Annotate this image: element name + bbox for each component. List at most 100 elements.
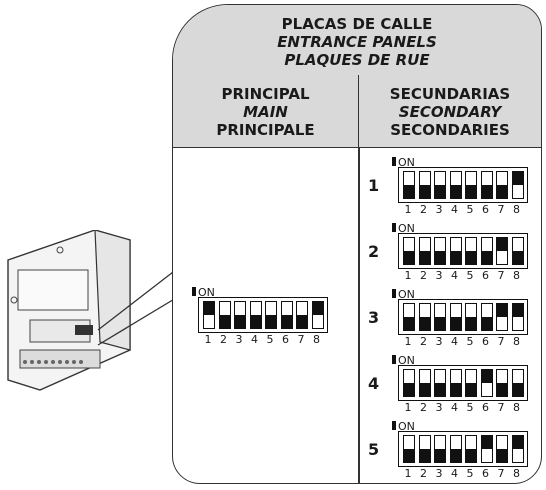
- dip-switch-7: [296, 301, 308, 329]
- switch-number: 8: [513, 203, 520, 216]
- switch-number: 5: [466, 401, 474, 414]
- switch-knob-off: [419, 449, 430, 462]
- dip-switch-6: [480, 369, 493, 397]
- dip-switch-8: [511, 237, 524, 265]
- switch-knob-off: [435, 185, 445, 198]
- switch-number: 2: [420, 401, 427, 414]
- dip-switch-housing: [398, 299, 528, 335]
- dip-switch-4: [449, 171, 462, 199]
- switch-number: 2: [220, 333, 227, 346]
- dip-switch-4: [249, 301, 262, 329]
- dip-switch-2: [418, 237, 431, 265]
- switch-knob-off: [497, 185, 507, 198]
- dip-switch-housing: [398, 233, 528, 269]
- secondary-label-french: SECONDARIES: [390, 121, 510, 139]
- dip-switch-2: [418, 171, 431, 199]
- main-label-spanish: PRINCIPAL: [221, 85, 310, 103]
- switch-number: 3: [435, 467, 443, 480]
- switch-number: 2: [420, 269, 427, 282]
- switch-knob-off: [235, 315, 245, 328]
- dip-switch-7: [496, 237, 508, 265]
- dip-switch-7: [496, 303, 508, 331]
- dip-switch-5: [465, 237, 477, 265]
- dip-switch-1: [403, 237, 415, 265]
- switch-number: 3: [435, 335, 443, 348]
- switch-number: 4: [451, 335, 458, 348]
- switch-knob-off: [481, 251, 492, 264]
- switch-number: 5: [466, 269, 474, 282]
- switch-number: 2: [420, 203, 427, 216]
- switch-number: 5: [466, 467, 474, 480]
- dip-switch-8: [311, 301, 324, 329]
- switch-number: 7: [497, 203, 505, 216]
- switch-knob-off: [450, 251, 461, 264]
- switch-knob-on: [512, 304, 523, 317]
- secondary-label-spanish: SECUNDARIAS: [389, 85, 511, 103]
- switch-knob-off: [419, 185, 430, 198]
- switch-knob-off: [450, 185, 461, 198]
- switch-number: 2: [420, 335, 427, 348]
- secondary-row-number: 4: [368, 374, 380, 393]
- switch-number: 8: [513, 335, 520, 348]
- switch-number: 7: [497, 401, 505, 414]
- switch-knob-off: [250, 315, 261, 328]
- secondary-row-number: 3: [368, 308, 380, 327]
- main-column-header: PRINCIPAL MAIN PRINCIPALE: [173, 75, 359, 148]
- switch-knob-off: [266, 315, 276, 328]
- dip-switch-7: [496, 435, 508, 463]
- dip-switch-1: [403, 369, 415, 397]
- dip-switch-8: [511, 435, 524, 463]
- dip-switch-4: [449, 435, 462, 463]
- dip-switch-2: [218, 301, 231, 329]
- title-spanish: PLACAS DE CALLE: [281, 15, 433, 33]
- switch-number: 6: [482, 203, 489, 216]
- switch-knob-off: [404, 317, 414, 330]
- switch-knob-off: [450, 317, 461, 330]
- dip-switch-3: [434, 303, 446, 331]
- title-english: ENTRANCE PANELS: [277, 33, 437, 51]
- dip-switch-7: [496, 171, 508, 199]
- dip-switch-2: [418, 369, 431, 397]
- dip-switch-housing: [398, 167, 528, 203]
- switch-number: 2: [420, 467, 427, 480]
- main-label-french: PRINCIPALE: [216, 121, 315, 139]
- switch-knob-on: [312, 302, 323, 315]
- dip-switch-5: [465, 171, 477, 199]
- switch-number: 3: [435, 401, 443, 414]
- switch-knob-off: [435, 449, 445, 462]
- dip-switch-housing: [398, 365, 528, 401]
- dip-switch-8: [511, 303, 524, 331]
- switch-number: 8: [513, 269, 520, 282]
- secondary-row-number: 2: [368, 242, 380, 261]
- switch-knob-off: [497, 383, 507, 396]
- title-french: PLAQUES DE RUE: [284, 51, 430, 69]
- switch-knob-off: [419, 251, 430, 264]
- switch-number: 4: [451, 203, 458, 216]
- switch-knob-off: [435, 251, 445, 264]
- switch-number: 5: [466, 335, 474, 348]
- dip-switch-4: [449, 237, 462, 265]
- switch-number: 7: [497, 335, 505, 348]
- switch-number: 1: [404, 269, 412, 282]
- switch-knob-off: [466, 449, 476, 462]
- main-label-english: MAIN: [243, 103, 288, 121]
- switch-number: 6: [282, 333, 289, 346]
- dip-switch-1: [403, 171, 415, 199]
- switch-knob-on: [497, 304, 507, 317]
- dip-switch-7: [496, 369, 508, 397]
- dip-switch-2: [418, 435, 431, 463]
- switch-number: 6: [482, 269, 489, 282]
- switch-knob-off: [297, 315, 307, 328]
- table-title: PLACAS DE CALLE ENTRANCE PANELS PLAQUES …: [173, 5, 541, 76]
- switch-number: 1: [404, 467, 412, 480]
- secondary-column-header: SECUNDARIAS SECONDARY SECONDARIES: [359, 75, 541, 148]
- door-panel-module-illustration: [7, 230, 131, 391]
- switch-number: 3: [235, 333, 243, 346]
- switch-knob-off: [404, 185, 414, 198]
- dip-switch-3: [434, 237, 446, 265]
- switch-number: 1: [404, 401, 412, 414]
- secondary-row-number: 1: [368, 176, 380, 195]
